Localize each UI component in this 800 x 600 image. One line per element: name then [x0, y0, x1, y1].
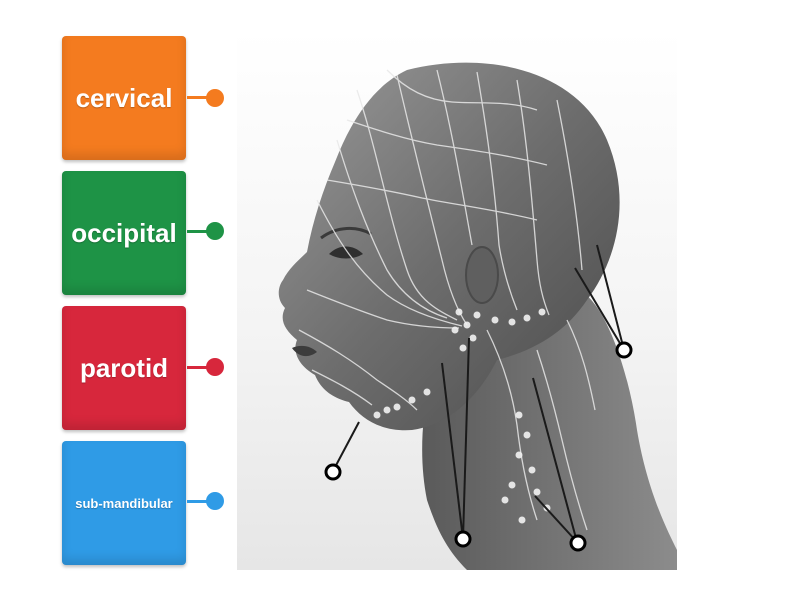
- connector-line[interactable]: [187, 366, 213, 369]
- drop-target-circle[interactable]: [615, 341, 633, 359]
- label-tile-sub-mandibular[interactable]: sub-mandibular: [62, 441, 186, 565]
- label-tile-occipital[interactable]: occipital: [62, 171, 186, 295]
- label-text: cervical: [75, 82, 173, 113]
- connector-handle[interactable]: [206, 222, 224, 240]
- lymph-vessel-network: [298, 69, 596, 531]
- connector-line[interactable]: [187, 500, 213, 503]
- lymph-nodes: [373, 308, 551, 524]
- head-shape: [278, 62, 620, 431]
- drop-target-circle[interactable]: [569, 534, 587, 552]
- label-tile-parotid[interactable]: parotid: [62, 306, 186, 430]
- drop-target-circle[interactable]: [324, 463, 342, 481]
- label-tile-cervical[interactable]: cervical: [62, 36, 186, 160]
- connector-line[interactable]: [187, 96, 213, 99]
- ear-shape: [465, 246, 499, 304]
- connector-handle[interactable]: [206, 89, 224, 107]
- head-lymphatics-illustration: [278, 62, 677, 570]
- connector-line[interactable]: [187, 230, 213, 233]
- head-lymphatics-figure: [237, 30, 677, 570]
- drop-target-circle[interactable]: [454, 530, 472, 548]
- connector-handle[interactable]: [206, 358, 224, 376]
- eyebrow-shape: [320, 227, 372, 240]
- pointer-lines: [332, 244, 625, 543]
- connector-handle[interactable]: [206, 492, 224, 510]
- label-text: occipital: [71, 217, 177, 248]
- lips-shape: [292, 345, 317, 357]
- label-text: parotid: [79, 352, 169, 383]
- eye-shape: [329, 246, 363, 259]
- label-text: sub-mandibular: [75, 495, 173, 511]
